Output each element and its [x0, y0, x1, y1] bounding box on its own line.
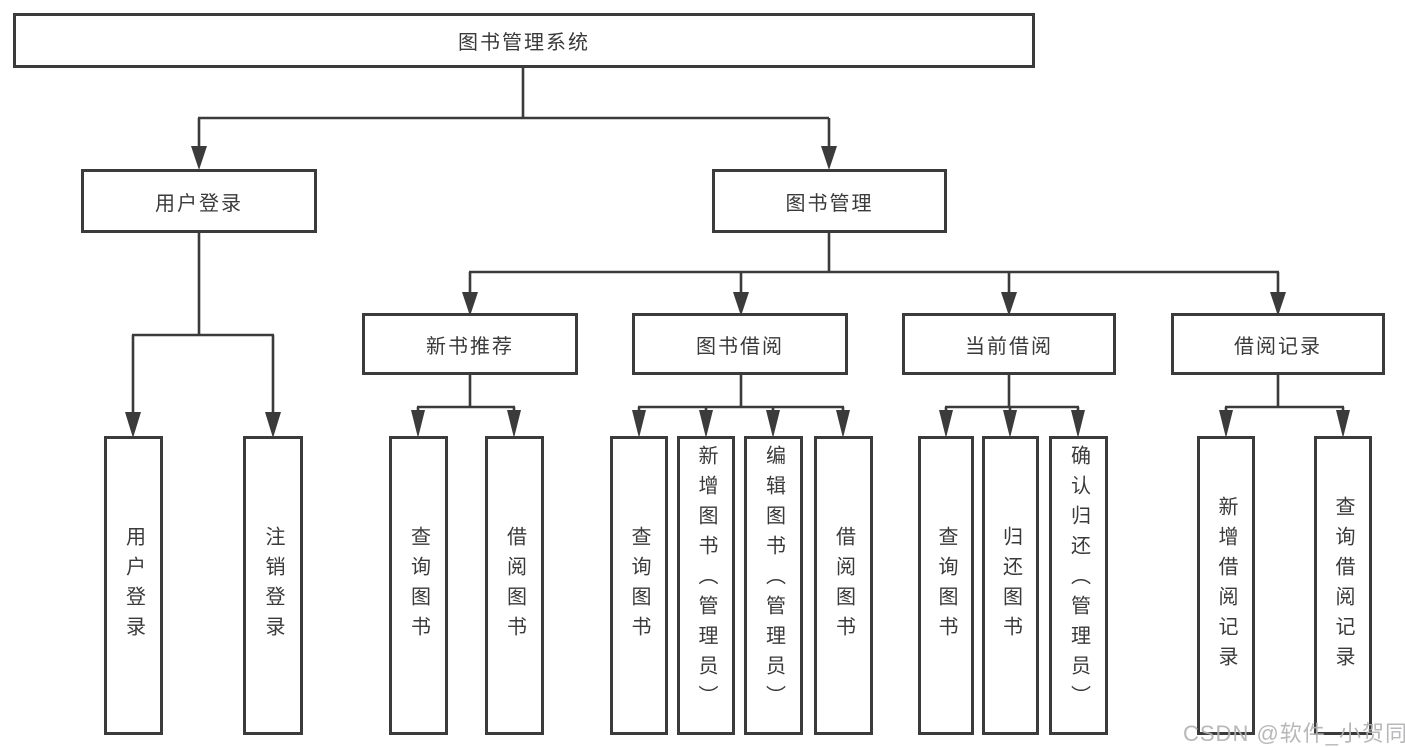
leaf-logout-label: 注销登录: [262, 525, 284, 646]
leaf-query-books-1-label: 查询图书: [407, 525, 430, 646]
leaf-query-borrow-record-label: 查询借阅记录: [1332, 495, 1354, 676]
node-book-borrowing: 图书借阅: [632, 313, 848, 375]
node-book-borrowing-label: 图书借阅: [696, 335, 784, 358]
leaf-logout: 注销登录: [243, 436, 303, 735]
node-borrowing-records-label: 借阅记录: [1234, 335, 1322, 358]
node-current-borrowing-label: 当前借阅: [965, 335, 1053, 358]
leaf-return-books-label: 归还图书: [999, 525, 1022, 646]
connector-new-book-recommend-to-leaves: [411, 375, 521, 438]
connector-current-borrowing-to-leaves: [939, 375, 1085, 438]
connector-user-login-to-leaves: [125, 233, 281, 438]
leaf-add-books-admin-label: 新增图书（管理员）: [695, 445, 717, 715]
leaf-query-borrow-record: 查询借阅记录: [1314, 436, 1372, 735]
csdn-watermark: CSDN @软件_小贺同学: [1183, 721, 1405, 746]
leaf-user-login-label: 用户登录: [122, 525, 145, 646]
leaf-query-books-2: 查询图书: [610, 436, 668, 735]
leaf-return-books: 归还图书: [982, 436, 1039, 735]
leaf-user-login: 用户登录: [104, 436, 163, 735]
leaf-confirm-return-admin-label: 确认归还（管理员）: [1067, 445, 1090, 715]
leaf-borrow-books-2-label: 借阅图书: [832, 525, 855, 646]
node-root-system-label: 图书管理系统: [458, 32, 590, 54]
node-new-book-recommend-label: 新书推荐: [426, 335, 514, 358]
node-current-borrowing: 当前借阅: [902, 313, 1116, 375]
leaf-query-books-3-label: 查询图书: [935, 525, 957, 646]
leaf-borrow-books-2: 借阅图书: [814, 436, 873, 735]
node-root-system: 图书管理系统: [13, 13, 1035, 68]
node-user-login: 用户登录: [81, 169, 317, 233]
leaf-add-borrow-record-label: 新增借阅记录: [1215, 495, 1237, 676]
leaf-query-books-3: 查询图书: [918, 436, 974, 735]
leaf-query-books-1: 查询图书: [389, 436, 448, 735]
leaf-add-borrow-record: 新增借阅记录: [1197, 436, 1255, 735]
leaf-borrow-books-1: 借阅图书: [485, 436, 544, 735]
connector-root-to-level2: [191, 68, 837, 170]
connector-book-borrowing-to-leaves: [632, 375, 850, 438]
connector-book-management-to-sections: [462, 233, 1286, 316]
node-borrowing-records: 借阅记录: [1171, 313, 1385, 375]
connector-borrowing-records-to-leaves: [1219, 375, 1350, 438]
node-book-management: 图书管理: [712, 169, 947, 233]
node-user-login-label: 用户登录: [155, 192, 243, 215]
leaf-query-books-2-label: 查询图书: [628, 525, 650, 646]
leaf-add-books-admin: 新增图书（管理员）: [677, 436, 735, 735]
leaf-edit-books-admin-label: 编辑图书（管理员）: [762, 445, 785, 715]
node-book-management-label: 图书管理: [785, 192, 874, 215]
node-new-book-recommend: 新书推荐: [362, 313, 578, 375]
leaf-borrow-books-1-label: 借阅图书: [503, 525, 526, 646]
leaf-edit-books-admin: 编辑图书（管理员）: [744, 436, 803, 735]
leaf-confirm-return-admin: 确认归还（管理员）: [1049, 436, 1108, 735]
